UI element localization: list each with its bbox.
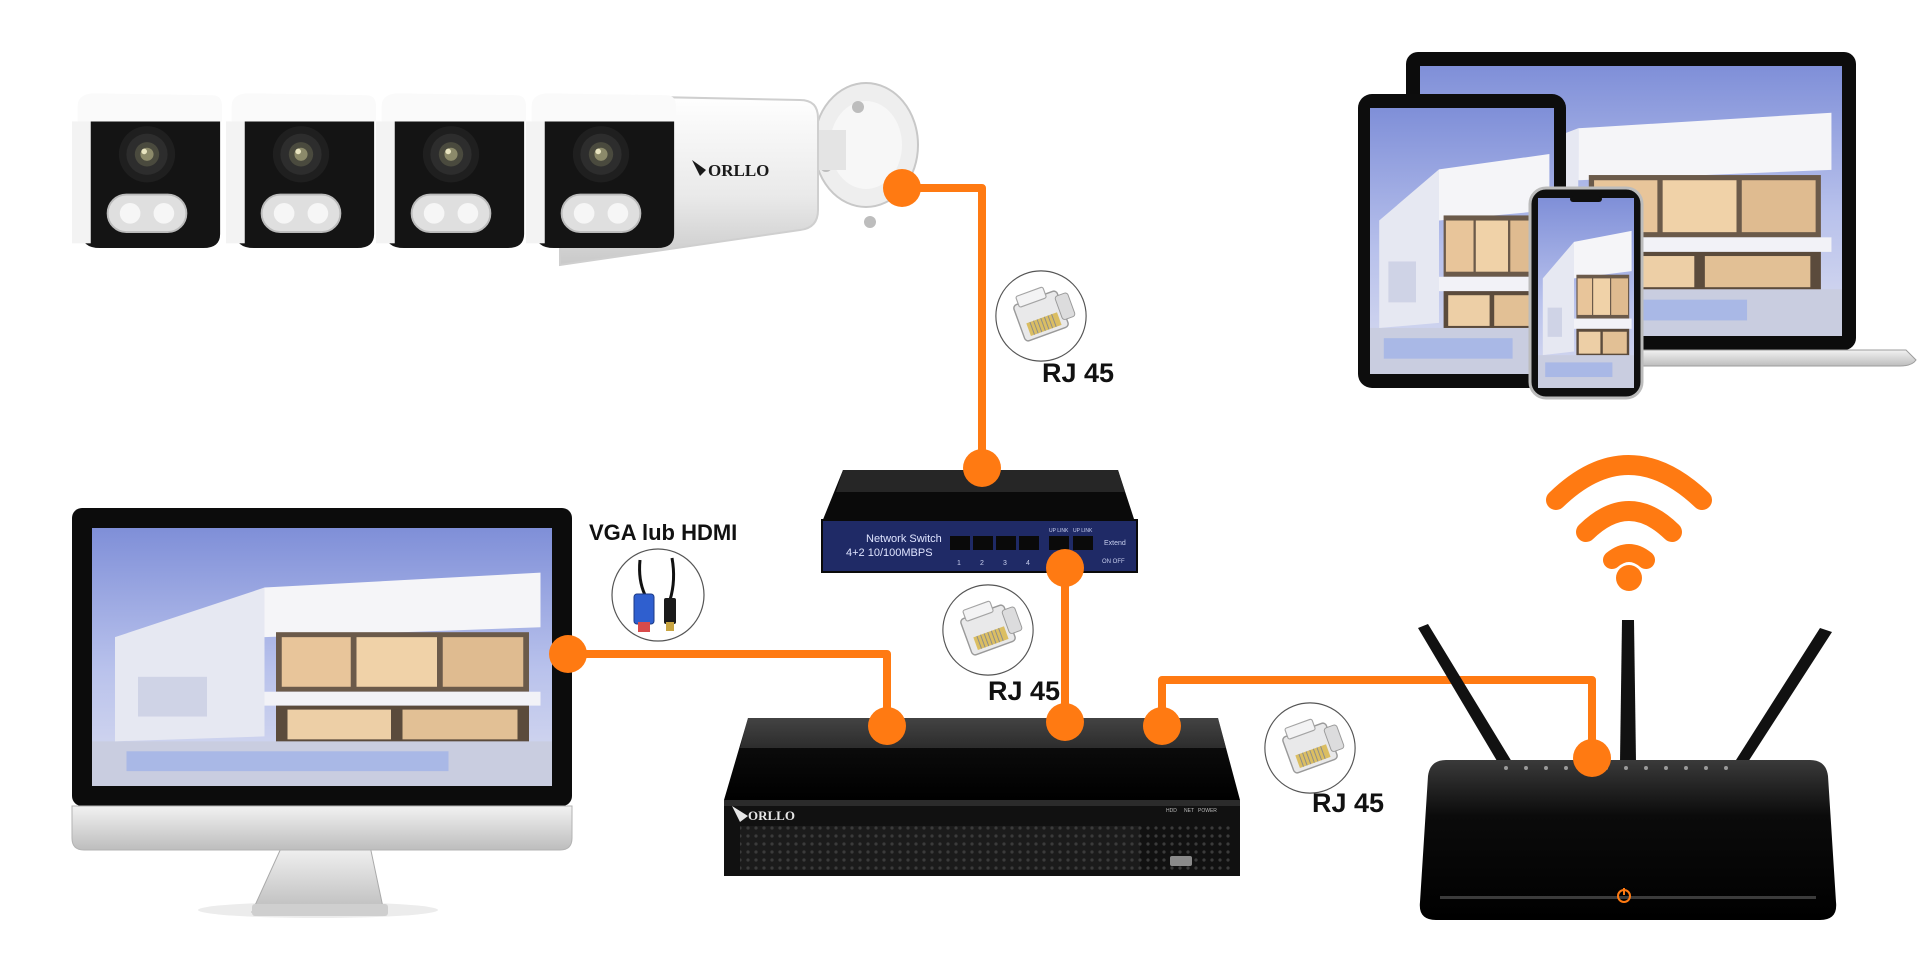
nvr-logo: ORLLO: [732, 806, 795, 823]
svg-text:4: 4: [1026, 560, 1030, 567]
network-switch-icon: Network Switch 4+2 10/100MBPS 1 2 3 4 UP…: [821, 470, 1138, 573]
wifi-router-icon: [1418, 620, 1837, 920]
svg-text:1: 1: [957, 560, 961, 567]
usb-port: [1170, 856, 1192, 866]
cable-nvr-to-router: [1158, 676, 1596, 758]
power-icon: [1617, 888, 1631, 903]
vga-hdmi-cable-icon: [611, 548, 705, 642]
svg-text:Extend: Extend: [1104, 540, 1126, 547]
connector-dot: [883, 169, 921, 207]
laptop-tablet-phone-icon: [1358, 52, 1917, 400]
bullet-camera-icon: [376, 92, 526, 249]
connector-dot: [963, 449, 1001, 487]
camera-logo: ORLLO: [692, 160, 769, 180]
monitor-icon: [71, 508, 573, 918]
connector-dot: [1143, 707, 1181, 745]
nvr-vent-grille: [740, 826, 1232, 870]
rj45-connector-icon: [942, 584, 1034, 676]
svg-text:3: 3: [1003, 560, 1007, 567]
camera-group: ORLLO: [72, 82, 919, 267]
connector-dot: [868, 707, 906, 745]
rj45-connector-icon: [1264, 702, 1356, 794]
switch-title: Network Switch: [866, 533, 942, 545]
svg-text:POWER: POWER: [1198, 808, 1217, 814]
rj45-connector-icon: [995, 270, 1087, 362]
bullet-camera-icon: [526, 92, 676, 249]
connector-dot: [1046, 703, 1084, 741]
svg-text:UP LINK: UP LINK: [1073, 528, 1093, 534]
rj45-label: RJ 45: [1042, 358, 1114, 388]
wifi-signal-icon: [1546, 455, 1712, 591]
svg-text:ON OFF: ON OFF: [1102, 559, 1125, 565]
cable-camera-to-switch: [902, 184, 986, 468]
cable-monitor-to-nvr: [568, 650, 891, 724]
bullet-camera-icon: [72, 92, 222, 249]
svg-text:UP LINK: UP LINK: [1049, 528, 1069, 534]
connector-dot: [1573, 739, 1611, 777]
svg-text:ORLLO: ORLLO: [708, 161, 769, 180]
connector-dot: [1046, 549, 1084, 587]
rj45-label: RJ 45: [1312, 788, 1384, 818]
svg-text:NET: NET: [1184, 808, 1194, 814]
rj45-label: RJ 45: [988, 676, 1060, 706]
svg-text:HDD: HDD: [1166, 808, 1177, 814]
switch-ports: [950, 536, 1093, 550]
vga-hdmi-label: VGA lub HDMI: [589, 520, 737, 545]
svg-text:ORLLO: ORLLO: [748, 808, 795, 823]
switch-subtitle: 4+2 10/100MBPS: [846, 547, 933, 559]
svg-text:2: 2: [980, 560, 984, 567]
bullet-camera-icon: [226, 92, 376, 249]
connector-dot: [549, 635, 587, 673]
nvr-recorder-icon: ORLLO HDD NET POWER: [724, 718, 1240, 876]
